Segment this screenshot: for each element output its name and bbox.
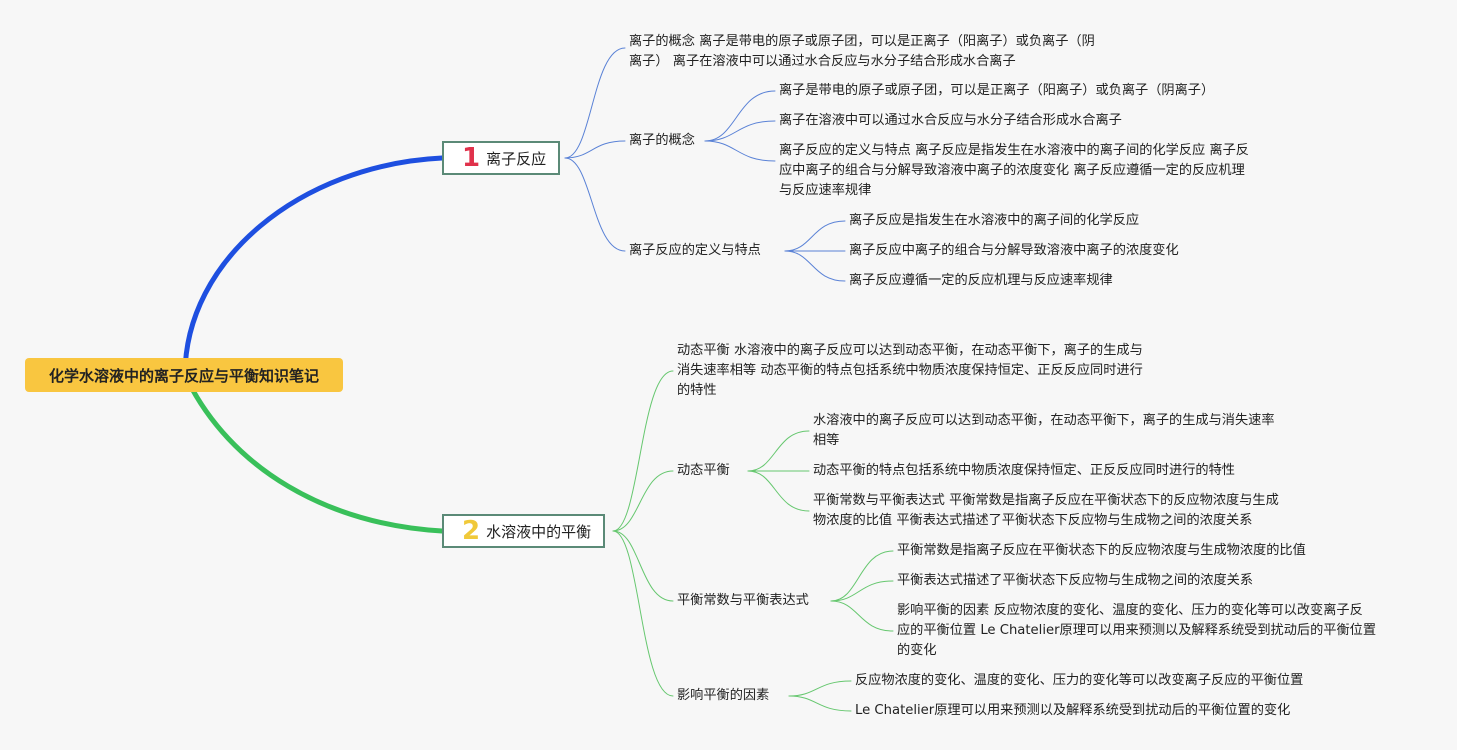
subtopic-ion-hydration[interactable]: 离子在溶液中可以通过水合反应与水分子结合形成水合离子 <box>779 111 1122 131</box>
topic-dynamic-equilibrium[interactable]: 动态平衡 <box>677 461 730 481</box>
text-line: 应中离子的组合与分解导致溶液中离子的浓度变化 离子反应遵循一定的反应机理 <box>779 163 1245 178</box>
topic-dynamic-equilibrium-summary[interactable]: 动态平衡 水溶液中的离子反应可以达到动态平衡，在动态平衡下，离子的生成与 消失速… <box>677 341 1143 401</box>
topic-ion-concept[interactable]: 离子的概念 <box>629 131 695 151</box>
subtopic-expression[interactable]: 平衡表达式描述了平衡状态下反应物与生成物之间的浓度关系 <box>897 571 1253 591</box>
topic-equilibrium-constant[interactable]: 平衡常数与平衡表达式 <box>677 591 809 611</box>
subtopic-concentration-change[interactable]: 离子反应中离子的组合与分解导致溶液中离子的浓度变化 <box>849 241 1179 261</box>
topic-connector <box>612 530 674 602</box>
topic-connector <box>612 530 674 697</box>
topic-connector <box>612 470 674 532</box>
text-line: 应的平衡位置 Le Chatelier原理可以用来预测以及解释系统受到扰动后的平… <box>897 623 1377 638</box>
text-line: 的变化 <box>897 643 937 658</box>
subtopic-connector <box>830 550 894 602</box>
number-one-icon: 1 <box>462 143 481 173</box>
text-line: 离子的概念 <box>629 133 695 148</box>
topic-connector <box>564 157 626 252</box>
subtopic-connector <box>830 600 894 632</box>
text-line: 平衡常数与平衡表达式 <box>677 593 809 608</box>
subtopic-reaction-mechanism[interactable]: 离子反应遵循一定的反应机理与反应速率规律 <box>849 271 1113 291</box>
text-line: Le Chatelier原理可以用来预测以及解释系统受到扰动后的平衡位置的变化 <box>855 703 1291 718</box>
text-line: 离子反应是指发生在水溶液中的离子间的化学反应 <box>849 213 1140 228</box>
text-line: 反应物浓度的变化、温度的变化、压力的变化等可以改变离子反应的平衡位置 <box>855 673 1304 688</box>
text-line: 离子在溶液中可以通过水合反应与水分子结合形成水合离子 <box>779 113 1122 128</box>
text-line: 平衡常数是指离子反应在平衡状态下的反应物浓度与生成物浓度的比值 <box>897 543 1306 558</box>
text-line: 平衡常数与平衡表达式 平衡常数是指离子反应在平衡状态下的反应物浓度与生成 <box>813 493 1279 508</box>
text-line: 离子反应中离子的组合与分解导致溶液中离子的浓度变化 <box>849 243 1179 258</box>
text-line: 消失速率相等 动态平衡的特点包括系统中物质浓度保持恒定、正反反应同时进行 <box>677 363 1143 378</box>
subtopic-connector <box>784 220 846 252</box>
text-line: 动态平衡 <box>677 463 730 478</box>
topic-connector <box>564 47 626 159</box>
subtopic-connector <box>704 140 776 162</box>
subtopic-constant-definition[interactable]: 平衡常数是指离子反应在平衡状态下的反应物浓度与生成物浓度的比值 <box>897 541 1306 561</box>
text-line: 动态平衡 水溶液中的离子反应可以达到动态平衡，在动态平衡下，离子的生成与 <box>677 343 1143 358</box>
text-line: 离子的概念 离子是带电的原子或原子团，可以是正离子（阳离子）或负离子（阴 <box>629 34 1095 49</box>
topic-connector <box>612 370 674 532</box>
subtopic-factors-summary[interactable]: 影响平衡的因素 反应物浓度的变化、温度的变化、压力的变化等可以改变离子反 应的平… <box>897 601 1376 661</box>
subtopic-connector <box>830 580 894 602</box>
text-line: 动态平衡的特点包括系统中物质浓度保持恒定、正反反应同时进行的特性 <box>813 463 1235 478</box>
text-line: 与反应速率规律 <box>779 183 872 198</box>
topic-ion-concept-summary[interactable]: 离子的概念 离子是带电的原子或原子团，可以是正离子（阳离子）或负离子（阴 离子）… <box>629 32 1095 72</box>
branch-aqueous-equilibrium[interactable]: 2 水溶液中的平衡 <box>442 514 606 548</box>
branch-connector <box>182 155 445 378</box>
subtopic-connector <box>704 90 776 142</box>
branch-connector <box>182 372 445 534</box>
root-topic[interactable]: 化学水溶液中的离子反应与平衡知识笔记 <box>25 358 343 392</box>
subtopic-connector <box>747 470 810 512</box>
text-line: 离子反应的定义与特点 离子反应是指发生在水溶液中的离子间的化学反应 离子反 <box>779 143 1249 158</box>
subtopic-le-chatelier[interactable]: Le Chatelier原理可以用来预测以及解释系统受到扰动后的平衡位置的变化 <box>855 701 1290 721</box>
topic-equilibrium-factors[interactable]: 影响平衡的因素 <box>677 686 769 706</box>
subtopic-reaction-in-solution[interactable]: 离子反应是指发生在水溶液中的离子间的化学反应 <box>849 211 1139 231</box>
root-label: 化学水溶液中的离子反应与平衡知识笔记 <box>48 366 319 385</box>
text-line: 离子反应的定义与特点 <box>629 243 761 258</box>
text-line: 物浓度的比值 平衡表达式描述了平衡状态下反应物与生成物之间的浓度关系 <box>813 513 1253 528</box>
subtopic-connector <box>788 695 852 712</box>
text-line: 水溶液中的离子反应可以达到动态平衡，在动态平衡下，离子的生成与消失速率 <box>813 413 1275 428</box>
branch-ionic-reaction[interactable]: 1 离子反应 <box>442 141 561 175</box>
number-two-icon: 2 <box>462 516 481 546</box>
subtopic-factor-changes[interactable]: 反应物浓度的变化、温度的变化、压力的变化等可以改变离子反应的平衡位置 <box>855 671 1303 691</box>
subtopic-equal-rates[interactable]: 水溶液中的离子反应可以达到动态平衡，在动态平衡下，离子的生成与消失速率 相等 <box>813 411 1275 451</box>
text-line: 离子） 离子在溶液中可以通过水合反应与水分子结合形成水合离子 <box>629 54 1016 69</box>
text-line: 平衡表达式描述了平衡状态下反应物与生成物之间的浓度关系 <box>897 573 1254 588</box>
text-line: 离子是带电的原子或原子团，可以是正离子（阳离子）或负离子（阴离子） <box>779 83 1215 98</box>
subtopic-constant-summary[interactable]: 平衡常数与平衡表达式 平衡常数是指离子反应在平衡状态下的反应物浓度与生成 物浓度… <box>813 491 1279 531</box>
topic-reaction-definition[interactable]: 离子反应的定义与特点 <box>629 241 761 261</box>
subtopic-connector <box>784 250 846 282</box>
subtopic-connector <box>704 120 776 142</box>
subtopic-ion-definition[interactable]: 离子是带电的原子或原子团，可以是正离子（阳离子）或负离子（阴离子） <box>779 81 1214 101</box>
text-line: 影响平衡的因素 反应物浓度的变化、温度的变化、压力的变化等可以改变离子反 <box>897 603 1363 618</box>
branch-label: 离子反应 <box>486 149 547 168</box>
text-line: 的特性 <box>677 383 717 398</box>
branch-label: 水溶液中的平衡 <box>486 522 592 541</box>
text-line: 相等 <box>813 433 840 448</box>
text-line: 影响平衡的因素 <box>677 688 770 703</box>
text-line: 离子反应遵循一定的反应机理与反应速率规律 <box>849 273 1113 288</box>
subtopic-connector <box>747 430 810 472</box>
subtopic-connector <box>788 680 852 697</box>
subtopic-equilibrium-features[interactable]: 动态平衡的特点包括系统中物质浓度保持恒定、正反反应同时进行的特性 <box>813 461 1235 481</box>
topic-connector <box>564 140 626 159</box>
subtopic-reaction-summary[interactable]: 离子反应的定义与特点 离子反应是指发生在水溶液中的离子间的化学反应 离子反 应中… <box>779 141 1249 201</box>
